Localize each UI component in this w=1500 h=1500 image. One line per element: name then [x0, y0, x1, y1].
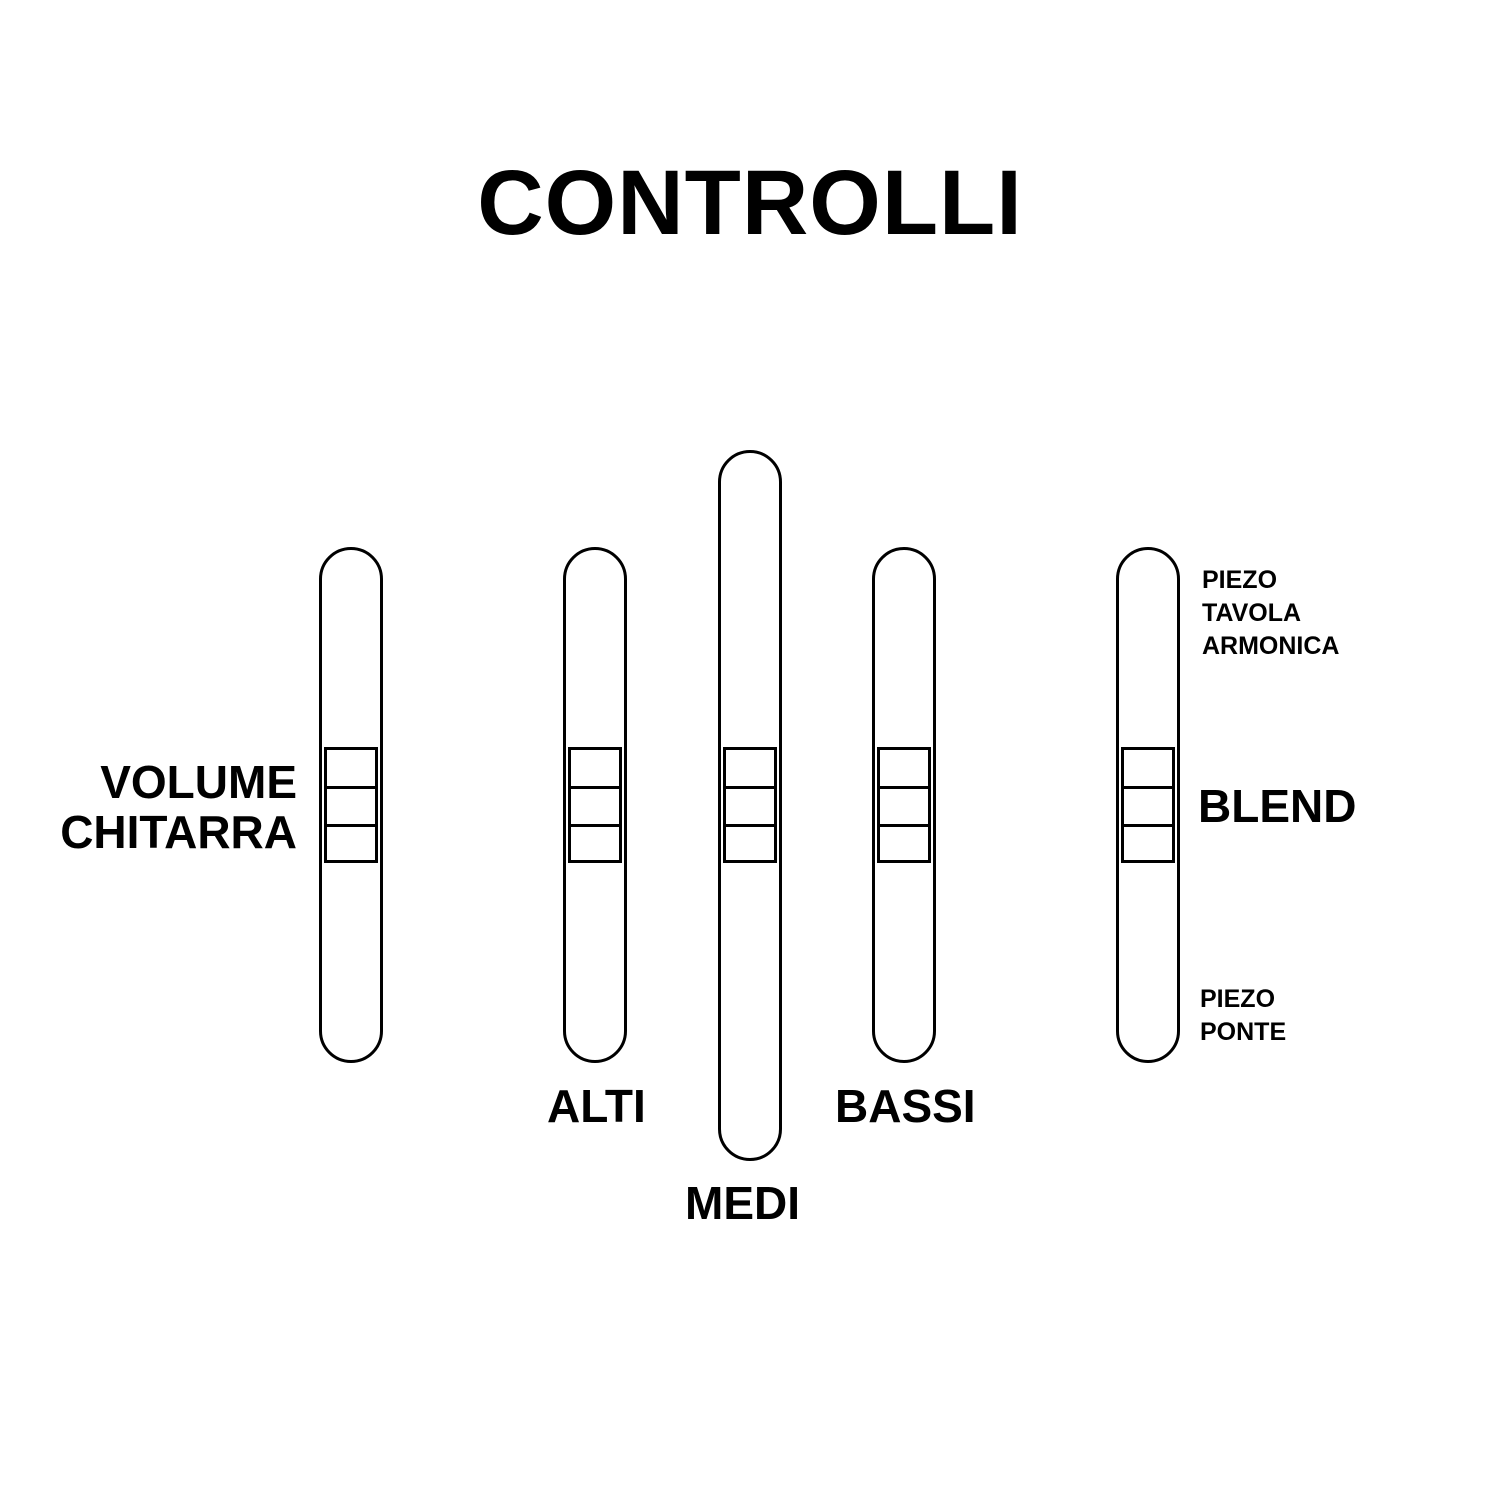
- slider-knob-bassi[interactable]: [877, 747, 931, 863]
- label-blend-bottom: PIEZO PONTE: [1200, 983, 1286, 1049]
- slider-knob-medi[interactable]: [723, 747, 777, 863]
- label-blend-bottom-line2: PONTE: [1200, 1018, 1287, 1046]
- slider-knob-blend[interactable]: [1121, 747, 1175, 863]
- label-volume-chitarra: VOLUME CHITARRA: [60, 757, 297, 857]
- label-blend-top-line2: TAVOLA: [1202, 599, 1302, 627]
- label-blend-top: PIEZO TAVOLA ARMONICA: [1202, 564, 1340, 663]
- label-blend-top-line1: PIEZO: [1202, 566, 1278, 594]
- slider-knob-alti[interactable]: [568, 747, 622, 863]
- label-bassi: BASSI: [835, 1080, 976, 1132]
- label-volume-line2: CHITARRA: [60, 806, 297, 858]
- label-blend: BLEND: [1198, 780, 1357, 832]
- label-volume-line1: VOLUME: [100, 756, 297, 808]
- label-blend-bottom-line1: PIEZO: [1200, 985, 1276, 1013]
- diagram-title: CONTROLLI: [477, 152, 1023, 254]
- slider-knob-volume[interactable]: [324, 747, 378, 863]
- label-alti: ALTI: [547, 1080, 646, 1132]
- label-blend-top-line3: ARMONICA: [1202, 632, 1340, 660]
- label-medi: MEDI: [685, 1177, 800, 1229]
